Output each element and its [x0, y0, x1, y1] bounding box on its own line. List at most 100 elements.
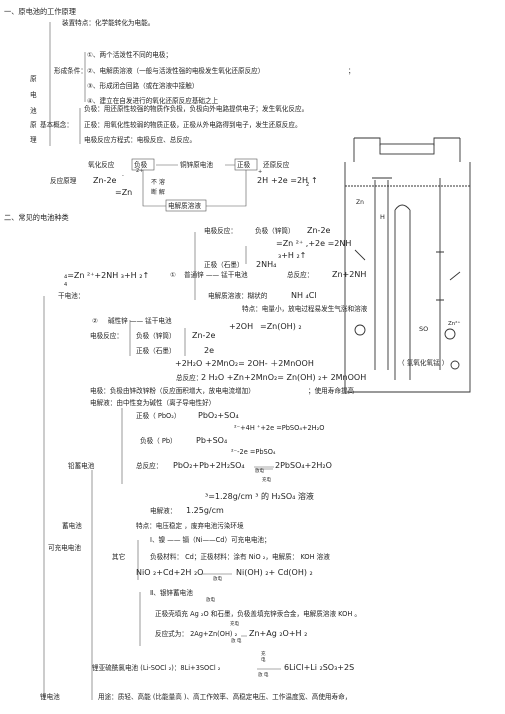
dry-neg-eq: Zn-2e	[307, 226, 331, 235]
lisocl-charge: 充	[261, 652, 266, 657]
lead-discharge: 放电	[255, 469, 264, 474]
fig-zn-label: Zn	[356, 199, 364, 206]
lead-total: 总反应：	[136, 462, 163, 470]
lithium-use: 用途：质轻、高能 (比能量高 )、高工作效率、高稳定电压、工作温度宽、高使用寿命…	[98, 693, 352, 701]
basic-label: 基本概念：	[40, 121, 73, 129]
electrolyte-frame	[165, 199, 207, 212]
lead-neg-eq: Pb+SO₄	[196, 436, 228, 445]
section1-heading: 一、原电池的工作原理	[4, 7, 76, 16]
left-equation-2: =Zn	[115, 188, 133, 197]
lead-electrolyte: 电解液：	[150, 507, 177, 515]
lead-density: ³=1.28g/cm ³ 的 H₂SO₄ 溶液	[205, 492, 314, 501]
fig-so4-label: SO	[419, 325, 429, 333]
dry-total2-eq: 2 H₂O +Zn+2MnO₂= Zn(OH) ₂+ 2MnOOH	[201, 373, 367, 382]
dry-neg2-eq3: =Zn(OH) ₂	[260, 322, 302, 331]
conditions-label: 形成条件：	[54, 67, 87, 75]
dry-electrode-label: 电极反应：	[204, 227, 237, 235]
dry-total-eq: Zn+2NH	[332, 270, 367, 279]
dry-pos2: 正极（石墨）	[136, 347, 176, 355]
condition-item: ②、电解质溶液（一般与活泼性强的电极发生氧化还原反应）	[87, 67, 265, 75]
right-equation: 2H	[257, 176, 269, 185]
dry-cell-label: 干电池：	[58, 292, 85, 300]
nicd-eq: NiO ₂+Cd+2H ₂O	[136, 568, 204, 577]
electrolysis-apparatus	[344, 137, 471, 393]
dry-electrolyte: 电解质溶液：糊状的	[208, 292, 268, 300]
dry-elec-note: 电极：负极由锌改锌粉（反应面积增大，放电电流增加）	[90, 387, 255, 395]
condition-item: ①、两个活泼性不同的电极；	[87, 51, 173, 59]
dry-alkaline: 碱性锌 —— 锰干电池	[108, 317, 172, 325]
nicd-materials: 负极材料： Cd；正极材料：涂有 NiO ₂，电解质： KOH 溶液	[150, 553, 330, 561]
dry-total: 总反应：	[287, 271, 314, 279]
positive-frame	[234, 158, 258, 171]
right-equation-rest: +2e =2H	[271, 176, 309, 185]
dry-circle1: ①	[170, 271, 176, 279]
nicd-eq2: Ni(OH) ₂+ Cd(OH) ₂	[236, 568, 313, 577]
cell-name: 铜锌原电池	[180, 161, 213, 169]
condition-end: ；	[348, 67, 355, 75]
dry-positive: 正极（石墨）	[204, 261, 244, 269]
condition-item: ④、建立在自发进行的氧化还原反应基础之上	[87, 97, 219, 105]
left-equation: Zn-2e	[93, 176, 117, 185]
electrolyte-box: 电解质溶液	[168, 202, 201, 210]
sup-plus: +	[258, 169, 263, 175]
dry-neg2-eq2: +2OH	[229, 322, 254, 331]
hatch-marks	[354, 249, 461, 281]
middle-text: 不 溶	[151, 179, 165, 186]
storage-label: 蓄电池	[62, 522, 82, 530]
dry-pos2-eq2: +2H₂O +2MnO₂= 2OH- ＋2MnOOH	[175, 359, 314, 368]
dry-neg-eq2: =Zn ²⁺ ,+2e =2NH	[276, 239, 352, 248]
side-char: 电	[30, 91, 37, 99]
nicd-title: Ⅰ、镍 —— 镉（Ni——Cd）可充电电池；	[150, 536, 271, 544]
negative-frame	[131, 158, 155, 171]
concept-item: 正极：用氧化性较弱的物质正极，正极从外电路得到电子，发生还原反应。	[84, 121, 302, 129]
silverzinc-reaction: 反应式为： 2Ag+Zn(OH) ₂	[155, 630, 238, 638]
lisocl-elec: 电	[261, 658, 266, 663]
lisocl-discharge: 放 电	[258, 673, 269, 678]
side-char: 原	[30, 75, 37, 83]
nicd-discharge: 放电	[213, 577, 222, 582]
dry-neg2-eq: Zn-2e	[192, 331, 216, 340]
lisocl-text: 锂亚硫酰氯电池 (Li-SOCl ₂)：8Li+3SOCl ₂	[92, 664, 221, 672]
lead-total-eq2: 2PbSO₄+2H₂O	[275, 461, 332, 470]
negative-box: 负极	[134, 161, 148, 169]
lead-pos-eq: PbO₂+SO₄	[198, 411, 239, 420]
silverzinc-reaction2: Zn+Ag ₂O+H ₂	[249, 629, 308, 638]
dry-life: ；使用寿命提高	[308, 387, 355, 395]
lead-charge: 充电	[262, 478, 271, 483]
arrow-up: ↑	[311, 176, 318, 185]
positive-box: 正极	[237, 161, 251, 169]
silverzinc-charge: 放电	[206, 598, 215, 603]
dry-pos2-eq: 2e	[204, 346, 215, 355]
dry-ordinary: 普通锌 —— 锰干电池	[184, 271, 248, 279]
dry-electrolyte-eq: NH ₄Cl	[291, 291, 317, 300]
inner-tube	[394, 210, 411, 380]
dry-electrolyte2: 电解液：由中性变为碱性（离子导电性好）	[90, 399, 216, 407]
dry-neg-eq3: ₃+H ₂↑	[278, 251, 307, 260]
concept-item: 负极：用还原性较强的物质作负极，负极向外电路提供电子；发生氧化反应。	[84, 105, 309, 113]
side-char: 原	[30, 121, 37, 129]
other-label: 其它	[112, 553, 126, 561]
lead-label: 铅蓄电池	[68, 462, 95, 470]
side-char: 理	[30, 136, 37, 144]
beaker	[344, 162, 471, 393]
scheme-loop	[142, 170, 247, 207]
reaction-arrows	[201, 573, 247, 637]
silverzinc-desc: 正极壳填充 Ag ₂O 和石墨，负极盖填充锌汞合金，电解质溶液 KOH 。	[155, 610, 361, 618]
reduction-label: 还原反应	[263, 161, 290, 169]
side-char: 池	[30, 107, 37, 115]
fig-h2-label: H	[380, 213, 385, 221]
dry-feature: 特点：电量小，放电过程易发生气涨和溶液	[242, 305, 368, 313]
bubble	[444, 328, 456, 340]
middle-text-2: 断 解	[151, 189, 165, 196]
dry-pos2-note: （ 氢氧化氧锰 ）	[398, 359, 449, 367]
condition-item: ③、形成闭合回路（或在溶液中接触）	[87, 82, 199, 90]
bubble	[450, 360, 460, 370]
silverzinc-discharge: 放 电	[231, 639, 242, 644]
wire-posts	[353, 138, 461, 162]
storage-feature: 特点：电压稳定 ，废弃电池污染环境	[136, 522, 244, 530]
lisocl-text2: 6LiCl+Li ₂SO₃+2S	[284, 663, 355, 672]
device-features: 装置特点：化学能转化为电能。	[62, 19, 155, 27]
lead-pos-eq2: ²⁻+4H ⁺+2e =PbSO₄+2H₂O	[234, 424, 325, 432]
dry-total-left: ₄=Zn ²⁺+2NH ₃+H ₂↑	[64, 271, 150, 280]
tube-left	[374, 180, 389, 370]
